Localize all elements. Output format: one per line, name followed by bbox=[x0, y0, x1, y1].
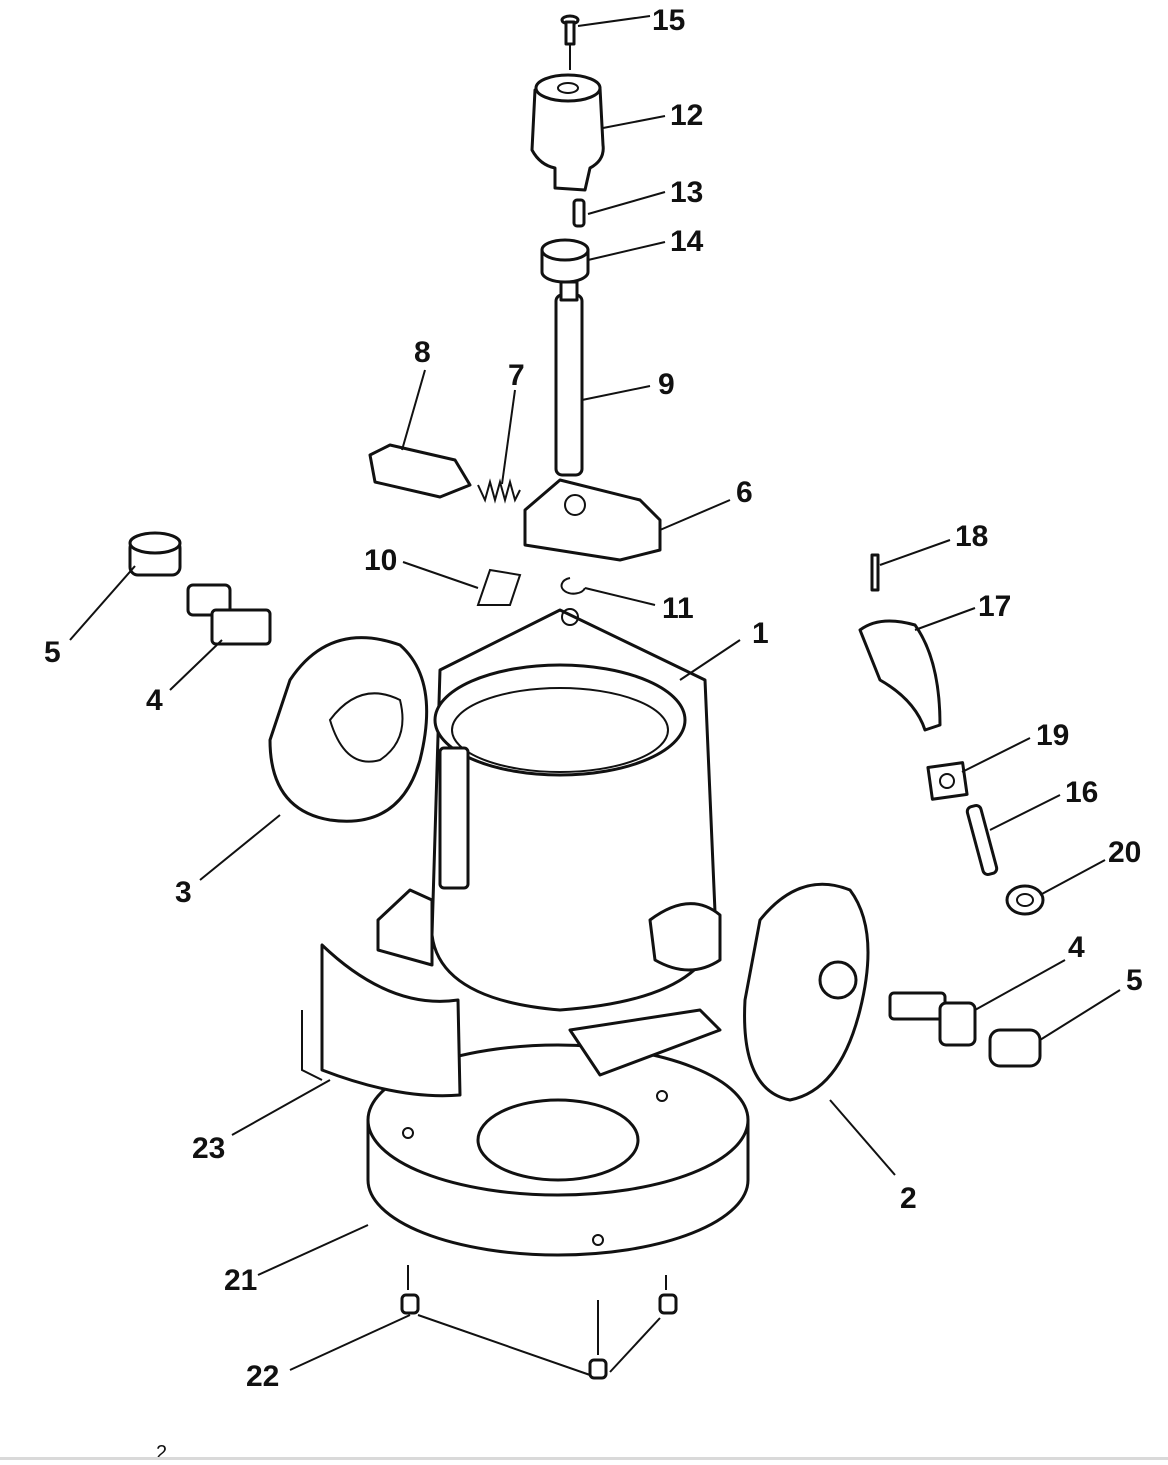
callout-12: 12 bbox=[670, 99, 703, 132]
callout-11: 11 bbox=[662, 592, 694, 625]
part-latch bbox=[368, 443, 472, 499]
leader-lines bbox=[69, 15, 1121, 1376]
part-bolt-left bbox=[186, 583, 272, 646]
part-top-screw bbox=[560, 14, 580, 46]
callout-4-left: 4 bbox=[146, 684, 163, 717]
callout-7: 7 bbox=[508, 359, 525, 392]
part-router-base-housing bbox=[376, 608, 722, 1077]
part-bolt-right bbox=[888, 991, 977, 1047]
part-right-handle bbox=[648, 882, 870, 1102]
part-chip-shield bbox=[301, 943, 462, 1098]
callout-20: 20 bbox=[1108, 836, 1141, 869]
callout-2: 2 bbox=[900, 1182, 917, 1215]
part-base-plate bbox=[366, 1043, 750, 1257]
callout-22: 22 bbox=[246, 1360, 279, 1393]
callout-16: 16 bbox=[1065, 776, 1098, 809]
part-collar bbox=[540, 238, 590, 284]
callout-23: 23 bbox=[192, 1132, 225, 1165]
footer-divider bbox=[0, 1457, 1168, 1460]
callout-19: 19 bbox=[1036, 719, 1069, 752]
part-lever bbox=[858, 619, 942, 732]
callout-15: 15 bbox=[652, 4, 685, 37]
part-square-washer bbox=[926, 761, 969, 801]
callout-10: 10 bbox=[364, 544, 397, 577]
part-base-screws bbox=[400, 1293, 678, 1380]
part-nut bbox=[1005, 884, 1045, 916]
page-number: 2 bbox=[156, 1442, 168, 1464]
callout-9: 9 bbox=[658, 368, 675, 401]
part-left-handle bbox=[268, 636, 429, 823]
part-cap-right bbox=[988, 1028, 1042, 1068]
part-adjustment-rod bbox=[554, 280, 584, 477]
callout-13: 13 bbox=[670, 176, 703, 209]
part-threaded-stud bbox=[965, 804, 999, 876]
part-small-pin bbox=[870, 553, 880, 592]
callout-21: 21 bbox=[224, 1264, 257, 1297]
part-wire-clip bbox=[476, 568, 522, 606]
part-e-ring bbox=[560, 577, 586, 595]
part-spring bbox=[477, 478, 521, 504]
part-depth-clamp bbox=[523, 478, 662, 562]
callout-5-right: 5 bbox=[1126, 964, 1143, 997]
callout-3: 3 bbox=[175, 876, 192, 909]
part-cap-left bbox=[128, 531, 182, 577]
callout-1: 1 bbox=[752, 617, 769, 650]
callout-17: 17 bbox=[978, 590, 1011, 623]
callout-5-left: 5 bbox=[44, 636, 61, 669]
part-pin bbox=[572, 198, 586, 228]
part-adjustment-knob bbox=[530, 73, 605, 192]
callout-4-right: 4 bbox=[1068, 931, 1085, 964]
callout-14: 14 bbox=[670, 225, 704, 258]
callout-6: 6 bbox=[736, 476, 753, 509]
callout-8: 8 bbox=[414, 336, 431, 369]
callout-18: 18 bbox=[955, 520, 988, 553]
